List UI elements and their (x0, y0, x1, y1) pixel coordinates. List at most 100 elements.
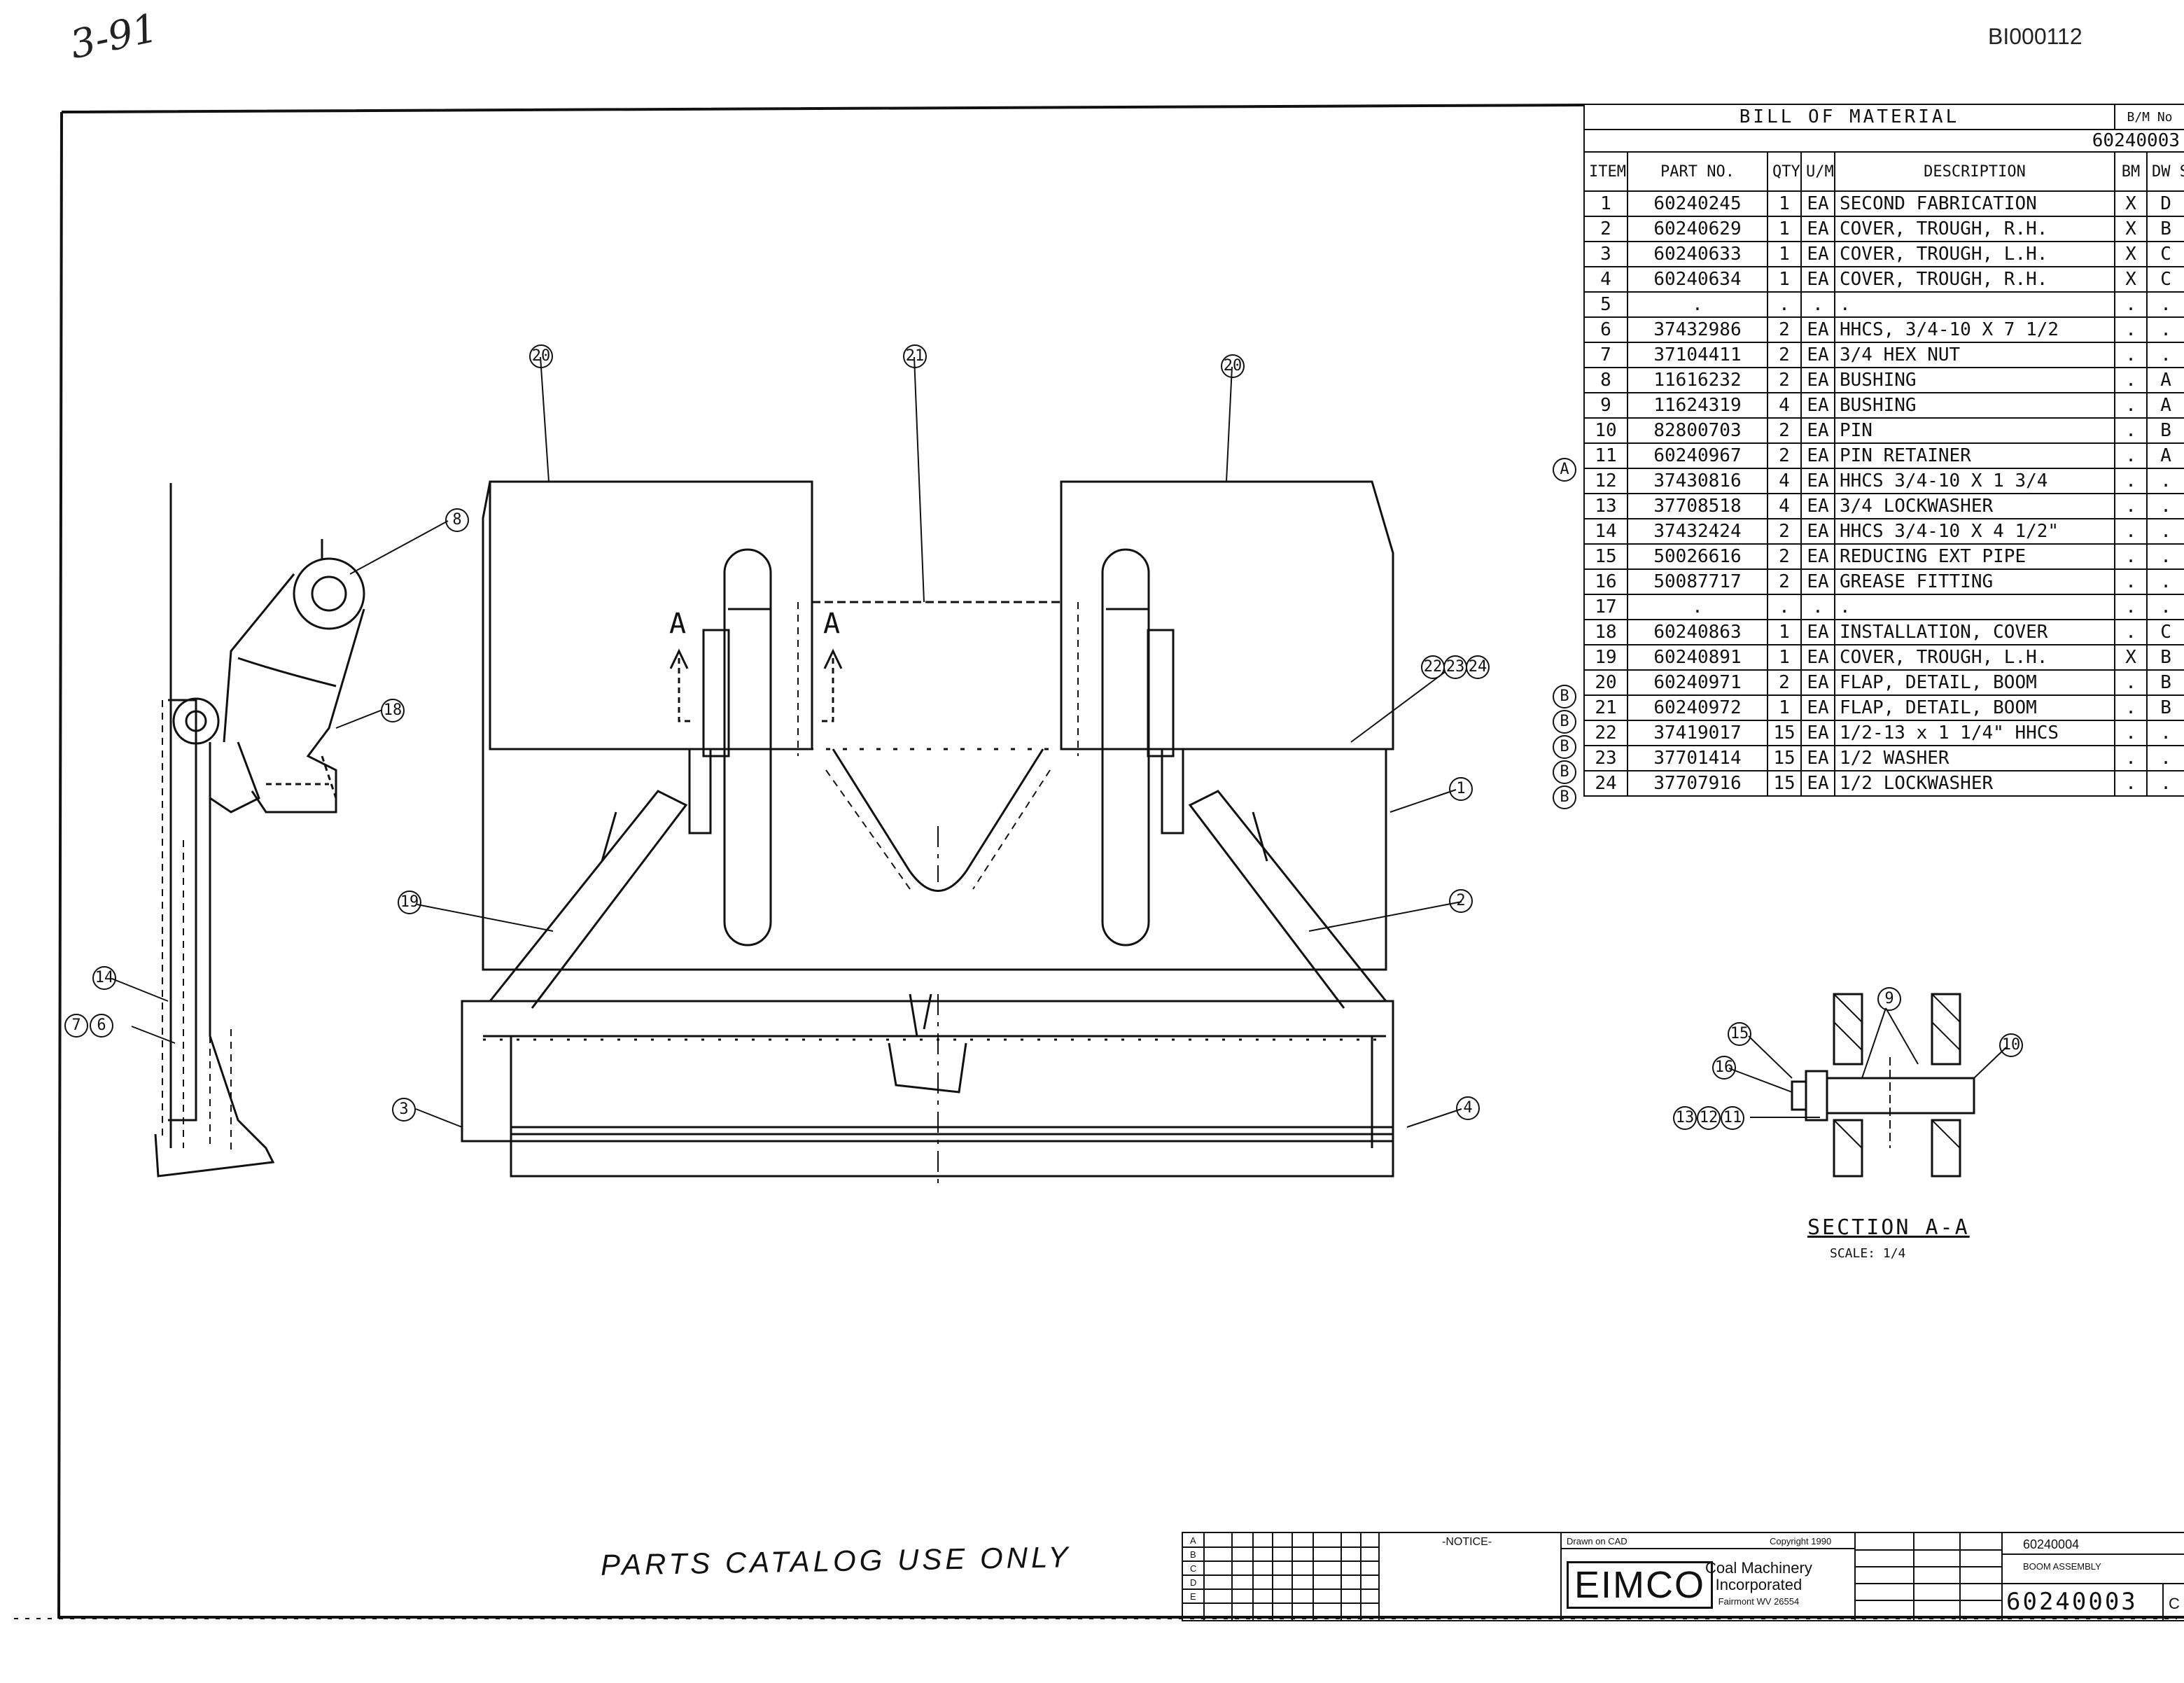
bom-cell-item: 17 (1583, 594, 1628, 620)
bom-cell-desc: 1/2-13 x 1 1/4" HHCS (1833, 720, 2116, 746)
callout-2: 2 (1449, 889, 1473, 913)
bom-cell-desc: 3/4 HEX NUT (1833, 342, 2116, 368)
bom-cell-item: 12 (1583, 468, 1628, 494)
bom-cell-desc: 3/4 LOCKWASHER (1833, 493, 2116, 519)
bom-revision-marker: B (1553, 685, 1576, 708)
rev-letter: D (1190, 1577, 1197, 1588)
bom-cell-desc: COVER, TROUGH, L.H. (1833, 644, 2116, 671)
assembly-number: 60240004 (2023, 1537, 2080, 1551)
bom-cell-dw: C (2146, 266, 2184, 293)
bom-cell-qty: 1 (1767, 216, 1802, 242)
bom-cell-um: EA (1800, 770, 1835, 797)
bom-cell-qty: 4 (1767, 392, 1802, 419)
bom-cell-dw: B (2146, 669, 2184, 696)
bom-cell-qty: 2 (1767, 442, 1802, 469)
bom-cell-qty: . (1767, 291, 1802, 318)
bom-cell-dw: . (2146, 770, 2184, 797)
rev-letter: A (1190, 1535, 1196, 1546)
bom-cell-um: EA (1800, 342, 1835, 368)
bom-cell-desc: 1/2 LOCKWASHER (1833, 770, 2116, 797)
bom-cell-um: EA (1800, 644, 1835, 671)
sheet-size: C (2169, 1595, 2180, 1612)
bom-cell-dw: . (2146, 493, 2184, 519)
bom-cell-item: 18 (1583, 619, 1628, 645)
callout-19: 19 (398, 891, 421, 914)
callout-20-right: 20 (1221, 354, 1245, 378)
bom-revision-marker: B (1553, 760, 1576, 784)
bom-cell-part: 11624319 (1627, 392, 1768, 419)
bom-cell-dw: . (2146, 594, 2184, 620)
bom-cell-desc: COVER, TROUGH, R.H. (1833, 216, 2116, 242)
bom-cell-dw: B (2146, 644, 2184, 671)
section-title: SECTION A-A (1807, 1215, 1970, 1240)
bom-cell-item: 15 (1583, 543, 1628, 570)
bom-cell-item: 2 (1583, 216, 1628, 242)
bom-cell-part: 60240863 (1627, 619, 1768, 645)
title-block-grid (1183, 1533, 2184, 1620)
bom-cell-dw: B (2146, 417, 2184, 444)
bom-cell-qty: . (1767, 594, 1802, 620)
side-view (154, 483, 365, 1178)
bom-cell-bm: . (2114, 669, 2148, 696)
bill-of-material: BILL OF MATERIAL B/M No 60240003 ITEM NO… (1583, 104, 2184, 797)
bom-cell-bm: . (2114, 342, 2148, 368)
bom-cell-part: 37701414 (1627, 745, 1768, 771)
callout-6: 6 (90, 1014, 113, 1038)
bom-cell-qty: 1 (1767, 241, 1802, 267)
callout-10: 10 (1999, 1033, 2023, 1057)
bom-cell-desc: PIN RETAINER (1833, 442, 2116, 469)
bom-cell-qty: 1 (1767, 694, 1802, 721)
bom-cell-dw: C (2146, 619, 2184, 645)
bom-cell-bm: X (2114, 241, 2148, 267)
company-line-1: Coal Machinery (1705, 1559, 1812, 1577)
bom-revision-marker: B (1553, 785, 1576, 809)
section-arrow-a-right: A (823, 608, 841, 640)
notice-heading: -NOTICE- (1442, 1536, 1492, 1548)
section-scale: SCALE: 1/4 (1830, 1246, 1906, 1261)
drawing-title: BOOM ASSEMBLY (2023, 1561, 2101, 1572)
bom-cell-bm: . (2114, 493, 2148, 519)
bom-cell-um: EA (1800, 543, 1835, 570)
bom-cell-item: 23 (1583, 745, 1628, 771)
front-view (461, 480, 1394, 1190)
bom-cell-um: EA (1800, 367, 1835, 393)
callout-22: 22 (1421, 655, 1445, 679)
title-block: A B C D E -NOTICE- Drawn on CAD Copyrigh… (1182, 1532, 2184, 1621)
bom-cell-um: . (1800, 291, 1835, 318)
bom-cell-qty: 15 (1767, 770, 1802, 797)
bom-cell-item: 19 (1583, 644, 1628, 671)
bom-cell-bm: . (2114, 745, 2148, 771)
bom-cell-qty: 2 (1767, 316, 1802, 343)
bom-col-header: BM (2114, 151, 2148, 192)
bom-cell-bm: . (2114, 442, 2148, 469)
bom-cell-qty: 2 (1767, 342, 1802, 368)
bom-cell-dw: . (2146, 316, 2184, 343)
bom-number: 60240003 (1583, 129, 2184, 153)
section-arrow-a-left: A (669, 608, 687, 640)
bom-cell-part: 50026616 (1627, 543, 1768, 570)
bom-cell-bm: . (2114, 367, 2148, 393)
callout-14: 14 (92, 966, 116, 990)
bom-cell-bm: . (2114, 417, 2148, 444)
drawn-on-cad: Drawn on CAD (1567, 1536, 1628, 1546)
bom-cell-um: EA (1800, 669, 1835, 696)
bom-cell-desc: HHCS 3/4-10 X 4 1/2" (1833, 518, 2116, 545)
bom-cell-um: EA (1800, 442, 1835, 469)
bom-cell-um: EA (1800, 468, 1835, 494)
callout-23: 23 (1443, 655, 1467, 679)
bom-cell-bm: . (2114, 518, 2148, 545)
bom-cell-qty: 15 (1767, 745, 1802, 771)
bom-cell-part: 60240245 (1627, 190, 1768, 217)
bom-cell-bm: . (2114, 316, 2148, 343)
bom-cell-desc: COVER, TROUGH, R.H. (1833, 266, 2116, 293)
bom-cell-qty: 4 (1767, 493, 1802, 519)
